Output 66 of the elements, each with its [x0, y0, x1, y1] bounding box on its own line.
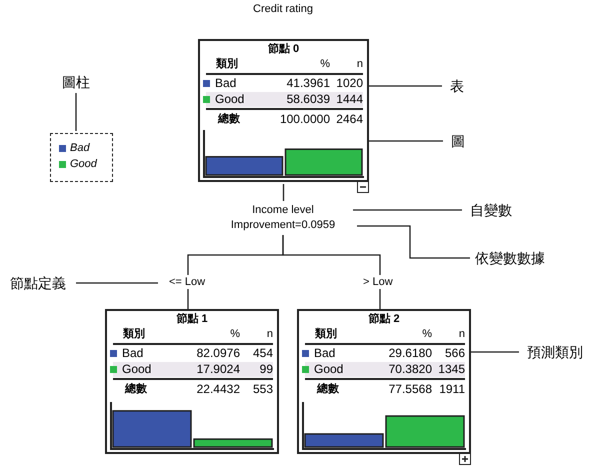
- total-label: 總數: [125, 382, 147, 396]
- node-title: 節點 0: [266, 42, 300, 56]
- total-label: 總數: [317, 382, 339, 396]
- chart-title: Credit rating: [252, 2, 314, 16]
- annotation-label: 節點定義: [10, 274, 66, 292]
- leader-line: [76, 282, 158, 284]
- column-header: n: [458, 327, 465, 341]
- column-header: 類別: [315, 327, 337, 341]
- percent-value: 22.4432: [196, 382, 240, 396]
- category-label: Good: [215, 92, 244, 106]
- legend-box: [50, 133, 113, 182]
- legend-label: Bad: [70, 141, 90, 155]
- column-header: 類別: [216, 57, 238, 71]
- count-value: 553: [252, 382, 273, 396]
- column-header: n: [266, 327, 273, 341]
- count-value: 99: [260, 362, 273, 376]
- annotation-label: 表: [450, 77, 464, 95]
- split-variable: Income level: [251, 203, 315, 218]
- percent-value: 82.0976: [196, 346, 240, 360]
- percent-value: 77.5568: [388, 382, 432, 396]
- count-value: 2464: [336, 112, 363, 126]
- leader-line: [369, 85, 442, 87]
- leader-line: [471, 351, 519, 353]
- tree-node-box: [105, 309, 279, 454]
- leader-line: [357, 225, 470, 259]
- leader-line: [75, 93, 77, 131]
- percent-value: 58.6039: [286, 92, 330, 106]
- edge-label: > Low: [362, 275, 394, 289]
- percent-value: 70.3820: [388, 362, 432, 376]
- category-label: Good: [314, 362, 344, 376]
- count-value: 1345: [438, 362, 465, 376]
- category-label: Bad: [215, 76, 236, 90]
- annotation-label: 圖: [451, 132, 465, 150]
- column-header: %: [422, 327, 432, 341]
- annotation-label: 依變數數據: [475, 249, 545, 267]
- percent-value: 100.0000: [280, 112, 330, 126]
- category-label: Good: [122, 362, 152, 376]
- connector-line: [282, 184, 284, 201]
- connector-line: [282, 235, 381, 309]
- annotation-label: 自變數: [470, 201, 512, 219]
- category-label: Bad: [314, 346, 336, 360]
- column-header: 類別: [123, 327, 145, 341]
- annotation-label: 預測類別: [527, 343, 583, 361]
- node-title: 節點 2: [367, 312, 401, 326]
- tree-node-box: [198, 39, 369, 182]
- count-value: 1444: [336, 92, 363, 106]
- count-value: 454: [252, 346, 273, 360]
- column-header: %: [320, 57, 330, 71]
- legend-label: Good: [70, 157, 97, 171]
- tree-node-box: [297, 309, 471, 454]
- percent-value: 29.6180: [388, 346, 432, 360]
- leader-line: [353, 209, 462, 211]
- percent-value: 17.9024: [196, 362, 240, 376]
- count-value: 1020: [336, 76, 363, 90]
- column-header: %: [230, 327, 240, 341]
- edge-label: <= Low: [168, 275, 206, 289]
- node-title: 節點 1: [175, 312, 209, 326]
- percent-value: 41.3961: [286, 76, 330, 90]
- category-label: Bad: [122, 346, 144, 360]
- improvement-value: Improvement=0.0959: [230, 218, 336, 233]
- column-header: n: [356, 57, 363, 71]
- count-value: 566: [444, 346, 465, 360]
- total-label: 總數: [218, 112, 240, 126]
- count-value: 1911: [439, 382, 465, 396]
- annotation-label: 圖柱: [62, 73, 90, 91]
- leader-line: [369, 140, 443, 142]
